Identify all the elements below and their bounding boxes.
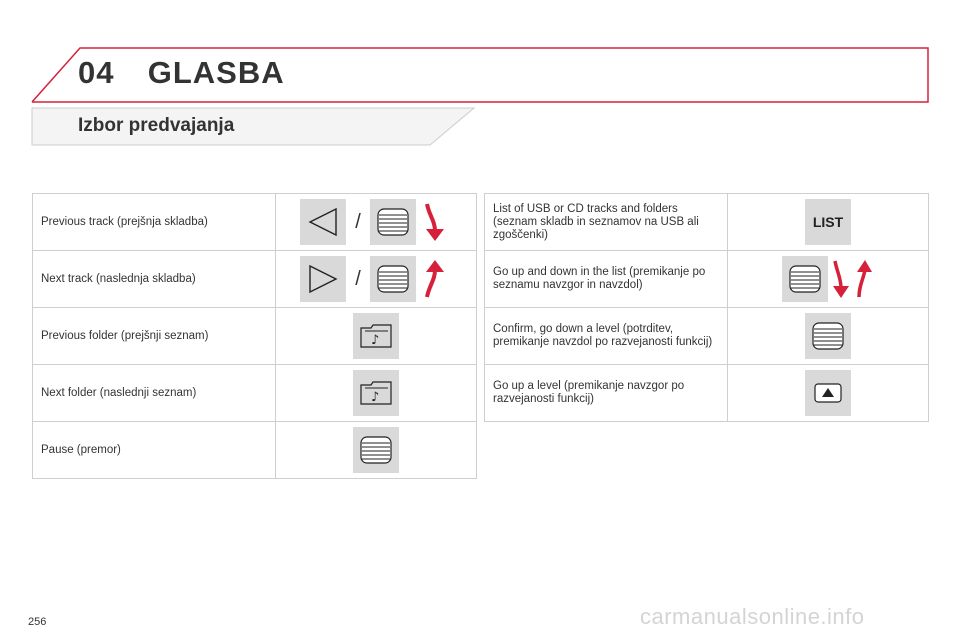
row-controls: LIST [727,193,929,251]
chapter-heading: 04 GLASBA [78,55,285,91]
table-row: Next track (naslednja skladba) / [32,250,477,308]
row-label: Next track (naslednja skladba) [32,250,276,308]
row-controls: / [275,250,477,308]
triangle-right-icon [309,264,338,294]
rotary-knob-button[interactable] [782,256,828,302]
previous-folder-button[interactable]: ♪ [353,313,399,359]
list-button-label: LIST [812,214,844,230]
rotary-knob-icon [812,322,844,350]
pause-button[interactable] [353,427,399,473]
chapter-number: 04 [78,55,115,90]
triangle-left-icon [308,207,337,237]
row-label: Previous track (prejšnja skladba) [32,193,276,251]
table-row: List of USB or CD tracks and folders (se… [484,193,929,251]
back-button[interactable] [805,370,851,416]
right-controls-table: List of USB or CD tracks and folders (se… [484,193,929,422]
row-label: Go up and down in the list (premikanje p… [484,250,728,308]
table-row: Previous track (prejšnja skladba) / [32,193,477,251]
separator: / [355,210,361,233]
separator: / [355,267,361,290]
eject-up-icon [814,383,842,403]
row-label: Pause (premor) [32,421,276,479]
music-folder-icon: ♪ [360,324,392,348]
rotate-up-down-indicator [828,256,874,302]
confirm-knob-button[interactable] [805,313,851,359]
next-button[interactable] [300,256,346,302]
row-label: List of USB or CD tracks and folders (se… [484,193,728,251]
row-controls: ♪ [275,307,477,365]
music-folder-icon: ♪ [360,381,392,405]
row-controls: ♪ [275,364,477,422]
rotary-knob-icon [377,265,409,293]
next-folder-button[interactable]: ♪ [353,370,399,416]
row-label: Go up a level (premikanje navzgor po raz… [484,364,728,422]
table-row: Go up and down in the list (premikanje p… [484,250,929,308]
rotary-knob-icon [377,208,409,236]
arrow-down-red-icon [425,203,444,241]
chapter-header-frame [31,47,929,103]
list-button[interactable]: LIST [805,199,851,245]
previous-button[interactable] [300,199,346,245]
rotate-up-indicator [416,256,452,302]
rotary-knob-button[interactable] [370,199,416,245]
rotary-knob-icon [789,265,821,293]
table-row: Pause (premor) [32,421,477,479]
rotate-down-indicator [416,199,452,245]
table-row: Go up a level (premikanje navzgor po raz… [484,364,929,422]
page-number: 256 [28,616,47,628]
section-header-frame [31,107,476,146]
table-row: Confirm, go down a level (potrditev, pre… [484,307,929,365]
row-label: Confirm, go down a level (potrditev, pre… [484,307,728,365]
watermark: carmanualsonline.info [640,604,865,629]
left-controls-table: Previous track (prejšnja skladba) / [32,193,477,479]
row-label: Previous folder (prejšnji seznam) [32,307,276,365]
row-controls: / [275,193,477,251]
table-row: Previous folder (prejšnji seznam) ♪ [32,307,477,365]
row-controls [727,307,929,365]
table-row: Next folder (naslednji seznam) ♪ [32,364,477,422]
chapter-title: GLASBA [147,55,285,90]
svg-text:♪: ♪ [371,390,379,405]
row-label: Next folder (naslednji seznam) [32,364,276,422]
rotary-knob-icon [360,436,392,464]
row-controls [275,421,477,479]
row-controls [727,364,929,422]
section-title: Izbor predvajanja [78,115,235,136]
arrows-up-down-red-icon [833,260,872,298]
row-controls [727,250,929,308]
rotary-knob-button[interactable] [370,256,416,302]
svg-text:♪: ♪ [371,333,379,348]
arrow-up-red-icon [425,260,444,298]
